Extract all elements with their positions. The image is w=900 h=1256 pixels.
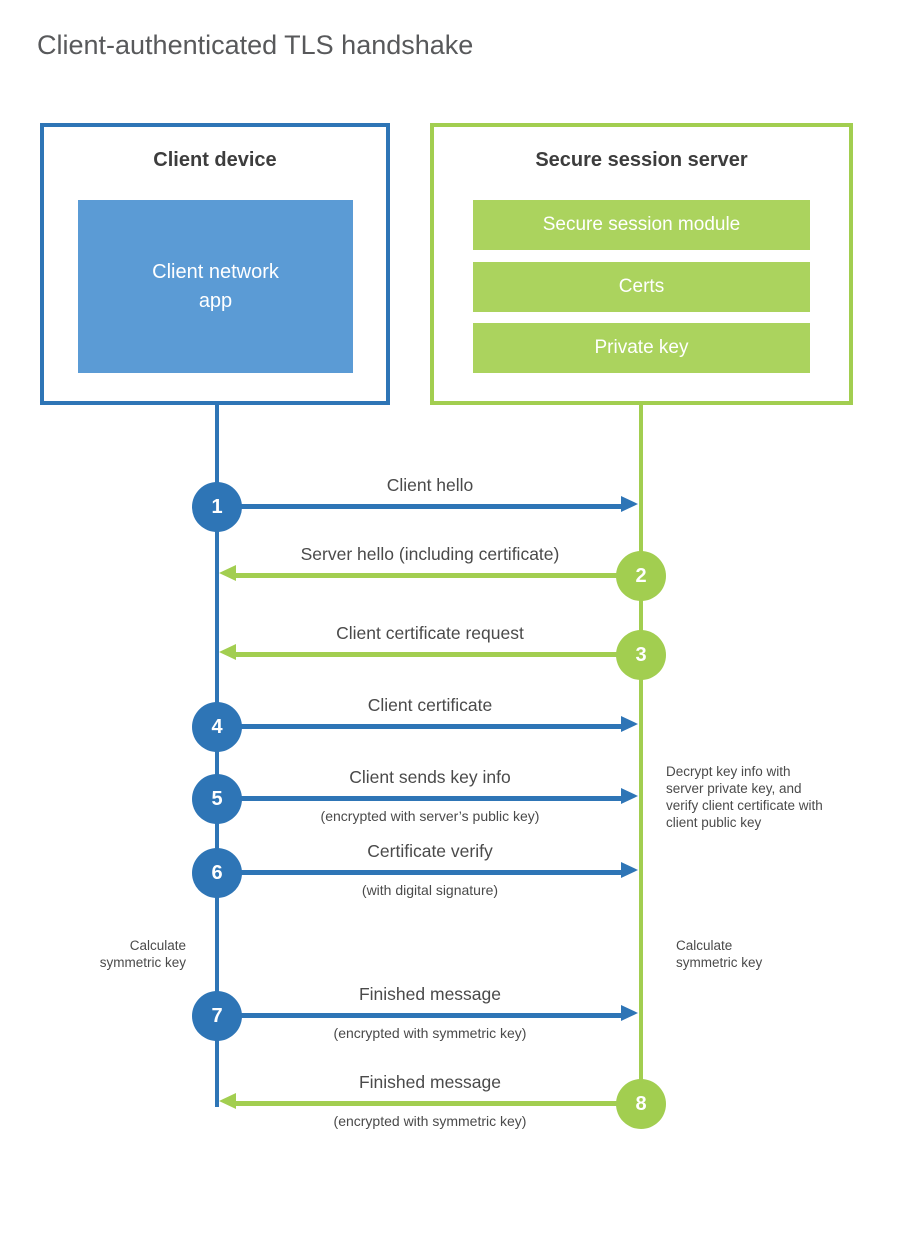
certs-bar: Certs — [473, 262, 810, 312]
arrow-shaft — [217, 504, 622, 509]
step-4-label: Client certificate — [367, 695, 493, 715]
arrow-right-icon — [621, 496, 638, 512]
arrow-right-icon — [621, 1005, 638, 1021]
arrow-left-icon — [219, 565, 236, 581]
client-device-box: Client device Client network app — [40, 123, 390, 405]
arrow-right-icon — [621, 862, 638, 878]
page-title: Client-authenticated TLS handshake — [37, 30, 474, 60]
client-network-app-box: Client network app — [78, 200, 353, 373]
step-5-sublabel: (encrypted with server’s public key) — [320, 808, 540, 824]
arrow-right-icon — [621, 788, 638, 804]
step-1-badge: 1 — [192, 482, 242, 532]
calculate-symmetric-key-server-note: Calculate symmetric key — [676, 938, 763, 970]
secure-session-module-label: Secure session module — [542, 214, 741, 235]
certs-label: Certs — [618, 276, 665, 297]
arrow-left-icon — [219, 644, 236, 660]
step-6-label: Certificate verify — [367, 841, 493, 861]
step-4-badge: 4 — [192, 702, 242, 752]
step-3-label: Client certificate request — [336, 623, 524, 643]
arrow-right-icon — [621, 716, 638, 732]
client-lifeline — [215, 403, 219, 1107]
calculate-symmetric-key-client-note: Calculate symmetric key — [99, 938, 186, 970]
step-2-badge: 2 — [616, 551, 666, 601]
private-key-label: Private key — [594, 337, 689, 358]
step-8-badge: 8 — [616, 1079, 666, 1129]
step-7-sublabel: (encrypted with symmetric key) — [333, 1025, 527, 1041]
step-6-sublabel: (with digital signature) — [361, 882, 499, 898]
step-2-label: Server hello (including certificate) — [300, 544, 560, 564]
client-network-app-label: Client network app — [152, 260, 279, 312]
server-lifeline — [639, 403, 643, 1084]
arrow-shaft — [235, 573, 641, 578]
arrow-shaft — [217, 1013, 622, 1018]
arrow-shaft — [217, 796, 622, 801]
arrow-shaft — [217, 870, 622, 875]
step-5-label: Client sends key info — [349, 767, 511, 787]
arrow-shaft — [235, 652, 641, 657]
arrow-left-icon — [219, 1093, 236, 1109]
step-3-badge: 3 — [616, 630, 666, 680]
step-6-badge: 6 — [192, 848, 242, 898]
decrypt-key-note: Decrypt key info with server private key… — [666, 764, 823, 830]
arrow-shaft — [235, 1101, 641, 1106]
step-7-badge: 7 — [192, 991, 242, 1041]
step-5-badge: 5 — [192, 774, 242, 824]
arrow-shaft — [217, 724, 622, 729]
secure-session-server-box: Secure session server Secure session mod… — [430, 123, 853, 405]
private-key-bar: Private key — [473, 323, 810, 373]
secure-session-module-bar: Secure session module — [473, 200, 810, 250]
step-8-label: Finished message — [358, 1072, 502, 1092]
step-1-label: Client hello — [386, 475, 474, 495]
client-device-title: Client device — [153, 149, 277, 171]
step-8-sublabel: (encrypted with symmetric key) — [333, 1113, 527, 1129]
step-7-label: Finished message — [358, 984, 502, 1004]
secure-session-server-title: Secure session server — [535, 149, 748, 171]
